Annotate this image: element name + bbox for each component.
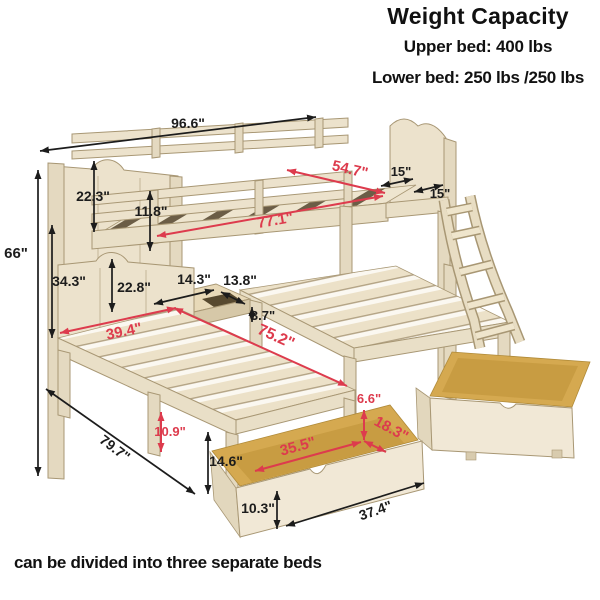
arrow-overhang2 — [413, 183, 444, 194]
dim-overhang2: 15" — [430, 186, 451, 201]
arrow-cubby-width — [153, 288, 215, 306]
upper-back-guardrail — [71, 117, 349, 160]
dim-lower-panel: 22.8" — [117, 279, 151, 295]
right-drawer-front — [429, 397, 575, 459]
weight-capacity-block: Weight Capacity Upper bed: 400 lbs Lower… — [362, 3, 594, 88]
dim-overall-height: 66" — [4, 245, 28, 262]
arrow-drawer-front — [285, 482, 425, 527]
arrow-overhang — [380, 177, 414, 188]
arrow-twin-length — [173, 307, 348, 387]
arrow-cubby-depth — [220, 291, 246, 305]
arrow-drawer-inner-width — [363, 440, 387, 453]
dim-cubby-depth: 13.8" — [223, 272, 257, 288]
lower-bed-capacity: Lower bed: 250 lbs /250 lbs — [371, 68, 585, 87]
dim-drawer-height: 10.3" — [241, 500, 275, 516]
dim-lower-headboard: 34.3" — [52, 273, 86, 289]
ladder — [438, 194, 526, 350]
dim-overall-length: 96.6" — [171, 115, 205, 131]
ladder-rungs — [446, 202, 516, 341]
arrow-upper-width — [286, 168, 386, 195]
dim-drawer-gap: 6.6" — [357, 391, 381, 406]
arrow-drawer-inner-length — [254, 440, 362, 473]
dim-upper-length: 77.1" — [256, 209, 295, 232]
dim-cubby-thick: 3.7" — [251, 308, 275, 323]
weight-capacity-title: Weight Capacity — [387, 3, 569, 29]
divisible-beds-caption: can be divided into three separate beds — [14, 553, 322, 572]
arrow-overall-length — [39, 114, 317, 154]
dim-cubby-width: 14.3" — [177, 271, 211, 287]
dim-overall-depth: 79.7" — [97, 431, 134, 464]
right-drawer — [415, 351, 591, 461]
dim-leg-height: 14.6" — [209, 453, 243, 469]
upper-bed-capacity: Upper bed: 400 lbs — [403, 37, 553, 56]
arrow-twin-width — [59, 306, 177, 335]
dim-upper-headboard: 22.3" — [76, 188, 110, 204]
arrow-overall-depth — [45, 388, 196, 495]
dim-upper-rail: 11.8" — [134, 203, 167, 219]
dimension-arrows — [34, 114, 444, 529]
center-post — [339, 205, 353, 279]
dim-clearance: 10.9" — [154, 424, 185, 439]
arrow-upper-length — [156, 194, 384, 238]
dim-overhang: 15" — [391, 164, 412, 179]
